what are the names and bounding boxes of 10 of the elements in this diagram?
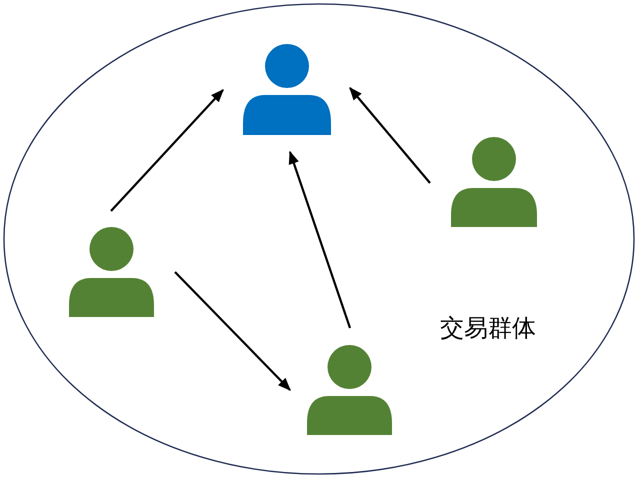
arrow <box>288 150 352 328</box>
group-label: 交易群体 <box>440 313 536 344</box>
person-icon <box>307 344 392 435</box>
person-icon <box>451 136 537 227</box>
arrow <box>174 271 291 391</box>
group-ellipse <box>3 3 635 475</box>
arrow <box>110 89 224 212</box>
person-icon <box>69 226 154 317</box>
person-icon <box>243 43 331 135</box>
arrow <box>349 87 431 184</box>
